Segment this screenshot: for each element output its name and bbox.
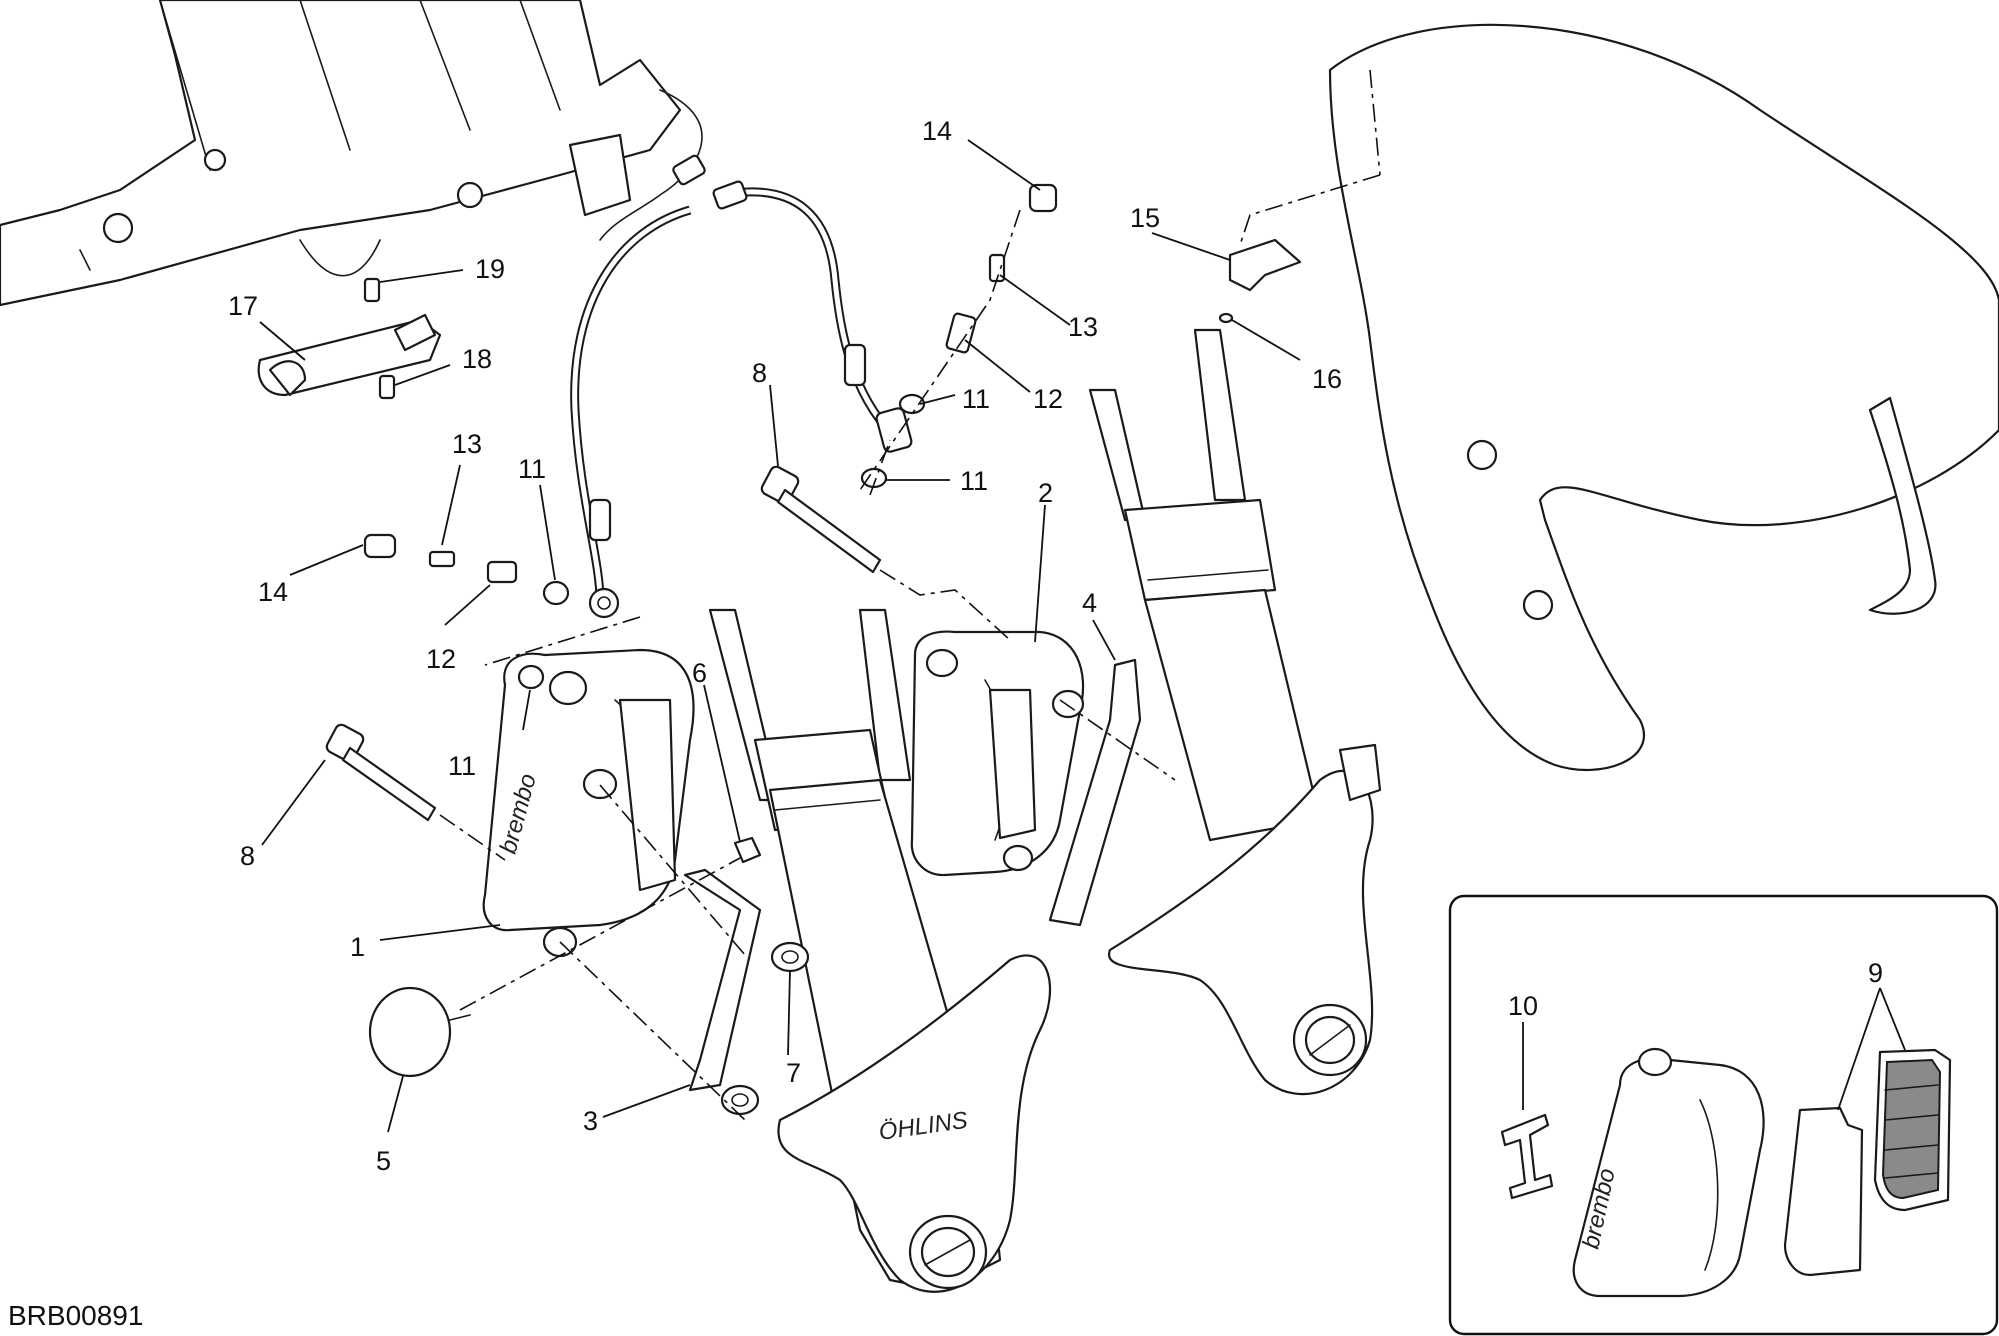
front-fender (1328, 23, 1999, 772)
callout-9: 9 (1868, 958, 1883, 988)
callout-11-center-lower: 11 (960, 466, 988, 496)
callout-12-center: 12 (1033, 384, 1063, 414)
callout-16: 16 (1312, 364, 1342, 394)
callout-8-center: 8 (752, 358, 767, 388)
callout-11-left-lower: 11 (448, 751, 476, 781)
caliper-right (910, 630, 1085, 877)
callout-6: 6 (692, 658, 707, 688)
callout-14-left: 14 (258, 577, 288, 607)
callout-5: 5 (376, 1146, 391, 1176)
callout-11-left-upper: 11 (518, 454, 546, 484)
callout-1: 1 (350, 932, 365, 962)
callout-4: 4 (1082, 588, 1097, 618)
caliper-left: brembo (482, 648, 695, 958)
callout-17: 17 (228, 291, 258, 321)
small-parts (257, 183, 1302, 1116)
callout-2: 2 (1038, 478, 1053, 508)
frame-section (0, 0, 682, 307)
callout-11-center-upper: 11 (962, 384, 990, 414)
callout-14-center: 14 (922, 116, 952, 146)
callout-15: 15 (1130, 203, 1160, 233)
alignment-lines (439, 174, 1381, 1121)
leader-lines (259, 139, 1906, 1133)
callout-10: 10 (1508, 991, 1538, 1021)
callout-labels: 1 2 3 4 5 6 7 8 8 9 10 11 11 11 11 12 12… (228, 116, 1883, 1176)
callout-13-center: 13 (1068, 312, 1098, 342)
fork-leg-left: ÖHLINS (708, 608, 1052, 1293)
inset-box: brembo (1448, 894, 1999, 1336)
callout-18: 18 (462, 344, 492, 374)
callout-3: 3 (583, 1106, 598, 1136)
callout-7: 7 (786, 1058, 801, 1088)
callout-19: 19 (475, 254, 505, 284)
callout-8-left: 8 (240, 841, 255, 871)
fork-leg-right (1088, 328, 1382, 1096)
callout-13-left: 13 (452, 429, 482, 459)
callout-12-left: 12 (426, 644, 456, 674)
drawing-code: BRB00891 (8, 1300, 143, 1331)
brake-hoses (570, 89, 913, 619)
